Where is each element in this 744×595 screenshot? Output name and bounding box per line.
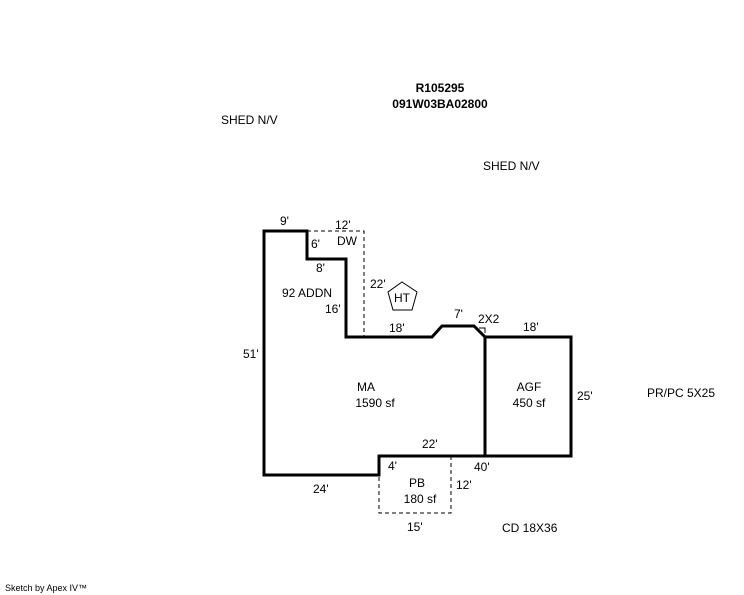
agf-area: 450 sf xyxy=(513,396,546,410)
account-number: R105295 xyxy=(416,81,465,95)
dim-40: 40' xyxy=(474,460,490,474)
dim-2x2: 2X2 xyxy=(478,312,500,326)
cd-note: CD 18X36 xyxy=(502,521,558,535)
dim-12-pb: 12' xyxy=(456,478,472,492)
dw-outline xyxy=(307,230,365,337)
dw-label: DW xyxy=(337,234,358,248)
dim-16: 16' xyxy=(325,302,341,316)
dim-7: 7' xyxy=(454,307,463,321)
ma-area: 1590 sf xyxy=(355,396,395,410)
pb-label: PB xyxy=(409,476,425,490)
dim-22-dw: 22' xyxy=(370,277,386,291)
dim-6: 6' xyxy=(311,237,320,251)
addn-label: 92 ADDN xyxy=(282,286,332,300)
dim-15: 15' xyxy=(407,520,423,534)
ht-pentagon-icon xyxy=(387,281,418,311)
dim-25: 25' xyxy=(577,389,593,403)
dim-8: 8' xyxy=(316,261,325,275)
dim-9: 9' xyxy=(280,214,289,228)
dim-18-mid: 18' xyxy=(389,321,405,335)
dim-18-agf: 18' xyxy=(523,320,539,334)
agf-outline xyxy=(485,335,573,458)
map-number: 091W03BA02800 xyxy=(392,97,488,111)
dim-4: 4' xyxy=(388,459,397,473)
pb-area: 180 sf xyxy=(404,492,437,506)
agf-label: AGF xyxy=(517,380,542,394)
sketch-credit: Sketch by Apex IV™ xyxy=(5,583,88,593)
ma-label: MA xyxy=(357,380,375,394)
prpc-note: PR/PC 5X25 xyxy=(647,386,715,400)
corner-marker xyxy=(479,327,486,333)
dim-24: 24' xyxy=(313,482,329,496)
shed-note-2: SHED N/V xyxy=(483,159,540,173)
dim-12-top: 12' xyxy=(335,218,351,232)
pb-outline xyxy=(378,456,452,514)
shed-note-1: SHED N/V xyxy=(221,113,278,127)
main-area-outline xyxy=(262,229,487,477)
dim-22-bottom: 22' xyxy=(422,437,438,451)
ht-label: HT xyxy=(394,291,411,305)
dim-51: 51' xyxy=(243,347,259,361)
